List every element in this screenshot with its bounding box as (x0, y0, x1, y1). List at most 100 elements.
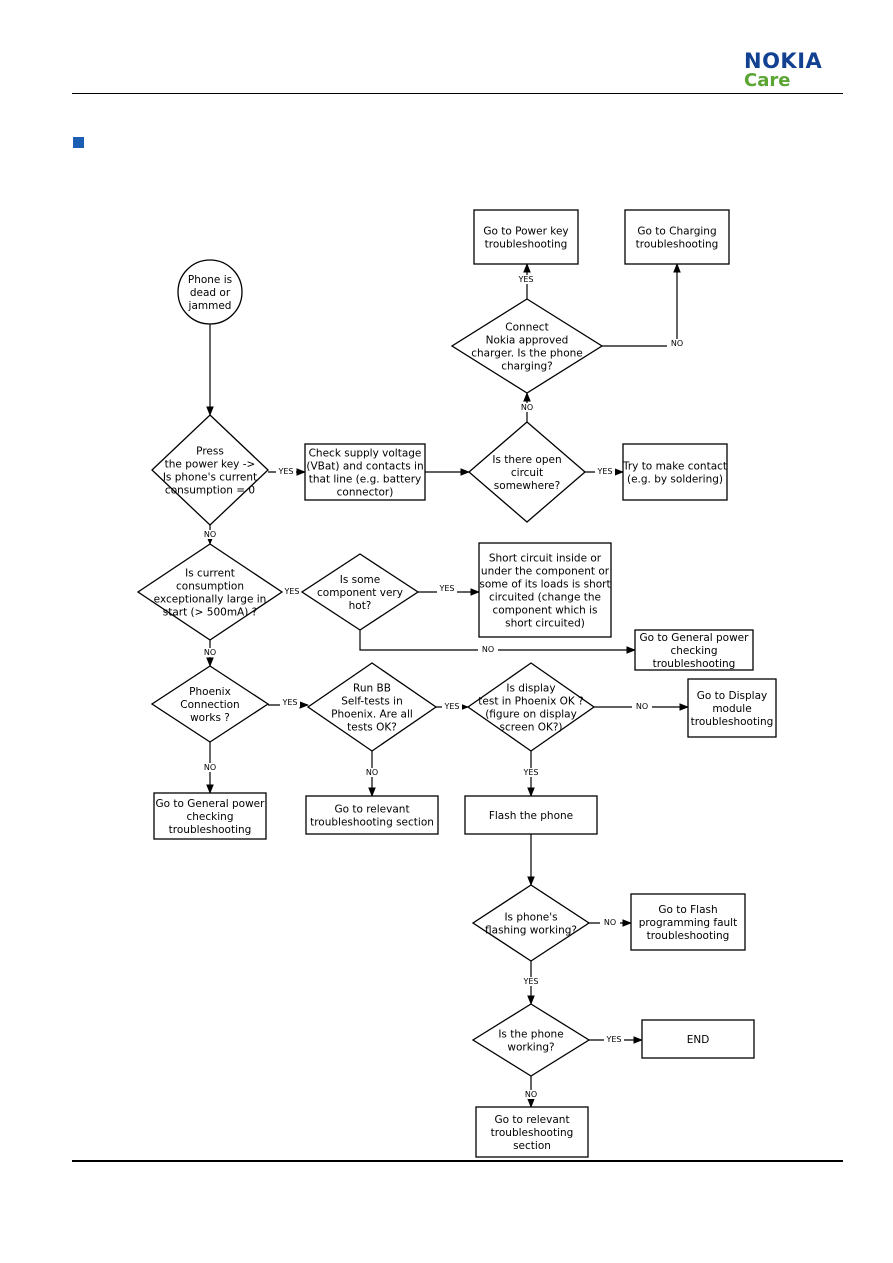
edge-d-phoenix-to-genpower2: NO (200, 742, 220, 794)
node-text: Phoenix. Are all (331, 709, 413, 721)
brand-name: NOKIA (744, 49, 823, 73)
edge-d-working-to-end: YES (589, 1035, 643, 1044)
node-text: start (> 500mA) ? (163, 607, 258, 619)
node-text: programming fault (639, 917, 737, 929)
edge-label: NO (604, 918, 616, 927)
edge-label-bg (517, 403, 537, 412)
edge-label-bg (442, 702, 462, 711)
edge-label: NO (204, 530, 216, 539)
node-text: Is some (340, 574, 381, 586)
edge-label-bg (604, 1035, 624, 1044)
edge-d-flashing-to-flashfault: NO (589, 918, 632, 927)
node-shape (466, 662, 596, 752)
node-text: flashing working? (485, 925, 577, 937)
node-text: Connection (180, 699, 239, 711)
edge-d-bb-to-relevant1: NO (362, 751, 382, 797)
node-check-supply: Check supply voltage(VBat) and contacts … (304, 443, 426, 501)
node-text: checking (187, 811, 234, 823)
node-text: END (687, 1034, 710, 1046)
header-rule (72, 93, 843, 94)
node-text: (VBat) and contacts in (306, 461, 423, 473)
edge-label-bg (521, 1090, 541, 1099)
node-shape (153, 792, 267, 840)
node-text: troubleshooting (691, 716, 774, 728)
node-text: module (712, 703, 751, 715)
node-text: Is phone's current (163, 472, 257, 484)
node-shape (464, 795, 598, 835)
edge-d-open-to-make-contact: YES (585, 467, 624, 476)
node-text: troubleshooting section (310, 817, 434, 829)
node-text: Is there open (492, 454, 561, 466)
nokia-care-logo: NOKIA Care (744, 50, 844, 91)
node-text: test in Phoenix OK ? (478, 696, 583, 708)
edge-label: YES (281, 698, 297, 707)
node-shape (624, 209, 730, 265)
edge-label-bg (200, 530, 220, 539)
node-shape (306, 662, 438, 752)
edge-d-hot-to-short: YES (418, 584, 480, 596)
edge-label: YES (522, 768, 538, 777)
node-text: dead or (190, 287, 231, 299)
node-text: Connect (505, 322, 548, 334)
edge-line (602, 263, 681, 347)
node-genpower1: Go to General powercheckingtroubleshooti… (634, 629, 754, 671)
node-text: (e.g. by soldering) (627, 474, 723, 486)
edge-label: YES (596, 467, 612, 476)
node-shape (177, 259, 243, 325)
node-text: Go to General power (156, 798, 266, 810)
edge-d-bb-to-d-display: YES (436, 702, 469, 711)
edge-d-power-to-check-supply: YES (268, 467, 306, 476)
edge-line (359, 630, 636, 654)
node-text: Go to General power (640, 632, 750, 644)
node-text: Short circuit inside or (489, 553, 602, 565)
node-text: Is display (506, 683, 555, 695)
node-shape (151, 414, 269, 526)
footer-rule (72, 1160, 843, 1162)
edge-label: NO (482, 645, 494, 654)
edge-label-bg (280, 698, 300, 707)
node-text: some of its loads is short (479, 579, 610, 591)
node-text: tests OK? (347, 722, 397, 734)
edge-label-bg (478, 645, 498, 654)
node-text: somewhere? (494, 480, 560, 492)
node-text: hot? (349, 600, 372, 612)
edge-label: NO (671, 339, 683, 348)
node-shape (634, 629, 754, 671)
node-text: Press (196, 446, 224, 458)
node-text: checking (671, 645, 718, 657)
node-shape (687, 678, 777, 738)
node-text: Is phone's (504, 912, 557, 924)
edge-d-power-to-d-large: NO (200, 525, 220, 545)
node-shape (622, 443, 728, 501)
node-text: troubleshooting (653, 658, 736, 670)
node-text: troubleshooting (491, 1127, 574, 1139)
node-end: END (641, 1019, 755, 1059)
node-shape (150, 665, 270, 743)
node-shape (478, 542, 612, 638)
node-make-contact: Try to make contact(e.g. by soldering) (622, 443, 728, 501)
edge-d-open-to-d-charger: NO (517, 392, 537, 422)
node-text: Run BB (353, 683, 391, 695)
node-text: the power key -> (165, 459, 256, 471)
edge-label: YES (438, 584, 454, 593)
node-text: charging? (501, 361, 552, 373)
edge-label: NO (204, 763, 216, 772)
edge-label-bg (282, 587, 302, 596)
edge-label: YES (605, 1035, 621, 1044)
sub-brand-name: Care (744, 70, 791, 91)
edge-label: YES (517, 275, 533, 284)
node-text: that line (e.g. battery (309, 474, 422, 486)
node-shape (630, 893, 746, 951)
